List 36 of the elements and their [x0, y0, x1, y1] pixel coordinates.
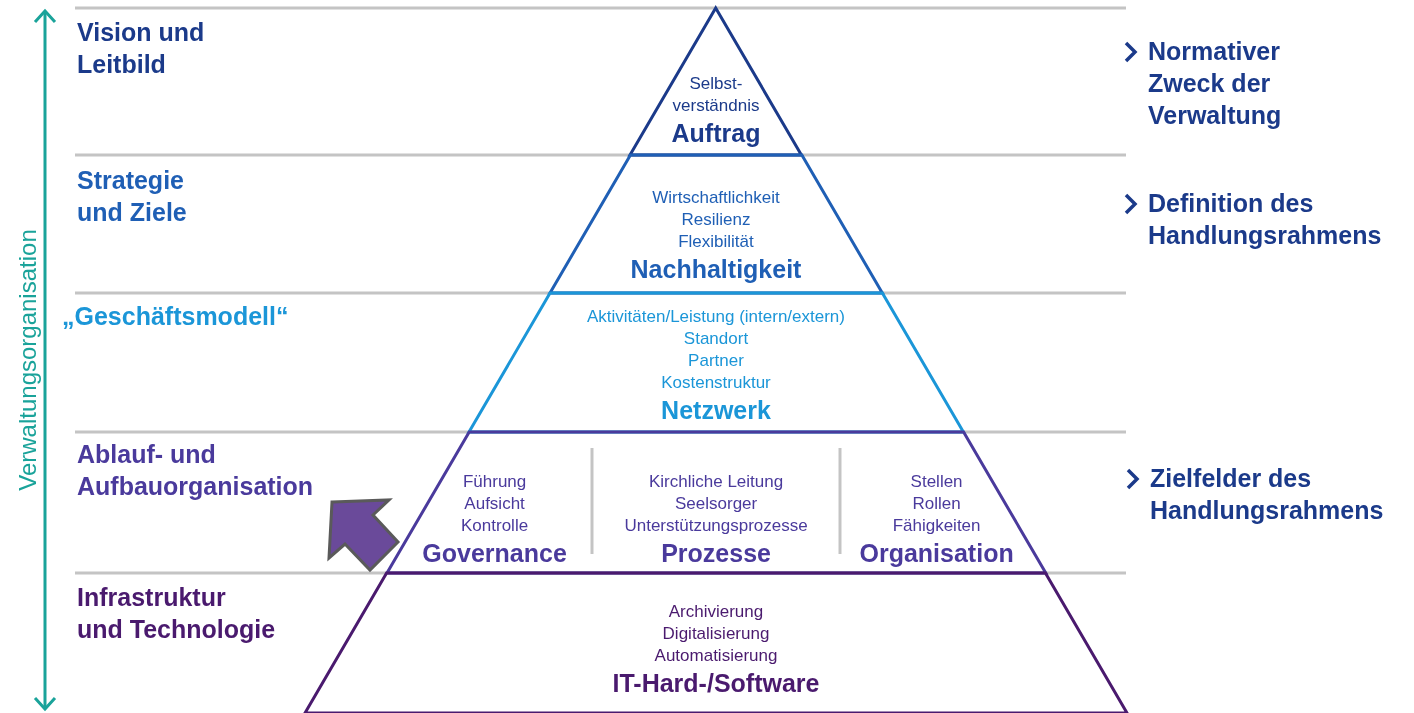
level-label: Vision und Leitbild: [77, 17, 206, 80]
layer-item: Wirtschaftlichkeit: [652, 187, 780, 209]
layer-item: Partner: [688, 350, 744, 372]
layer-item: Stellen: [910, 471, 963, 493]
layer-item: Standort: [683, 328, 749, 350]
level-label: „Geschäftsmodell“: [62, 301, 290, 332]
layer-item: Aufsicht: [464, 493, 525, 515]
layer-item: Archivierung: [668, 601, 764, 623]
level-label: Normativer Zweck der Verwaltung: [1148, 36, 1283, 131]
layer-item: Fähigkeiten: [892, 515, 981, 537]
layer-title: Auftrag: [671, 118, 761, 149]
level-label: Strategie und Ziele: [77, 165, 188, 228]
level-label: Definition des Handlungsrahmens: [1148, 188, 1383, 251]
layer-title: Prozesse: [661, 538, 771, 569]
layer-item: Rollen: [912, 493, 961, 515]
layer-title: Netzwerk: [661, 395, 771, 426]
layer-item: Aktivitäten/Leistung (intern/extern): [587, 306, 845, 328]
level-label: Zielfelder des Handlungsrahmens: [1150, 463, 1385, 526]
layer-title: Nachhaltigkeit: [630, 254, 802, 285]
layer-item: Kostenstruktur: [661, 372, 771, 394]
pointer-arrow: [327, 498, 401, 573]
layer-item: Kirchliche Leitung: [649, 471, 784, 493]
layer-item: Seelsorger: [675, 493, 758, 515]
layer-item: Unterstützungsprozesse: [624, 515, 808, 537]
layer-title: Organisation: [859, 538, 1014, 569]
layer-item: Flexibilität: [678, 231, 754, 253]
layer-item: Führung: [462, 471, 527, 493]
layer-item: Resilienz: [681, 209, 751, 231]
layer-item: Automatisierung: [654, 645, 778, 667]
layer-title: IT-Hard-/Software: [612, 668, 820, 699]
layer-item: Digitalisierung: [662, 623, 770, 645]
level-label: Ablauf- und Aufbauorganisation: [77, 439, 315, 502]
layer-item: Selbst- verständnis: [671, 73, 761, 117]
layer-title: Governance: [422, 538, 567, 569]
level-label: Infrastruktur und Technologie: [77, 582, 277, 645]
layer-item: Kontrolle: [461, 515, 529, 537]
